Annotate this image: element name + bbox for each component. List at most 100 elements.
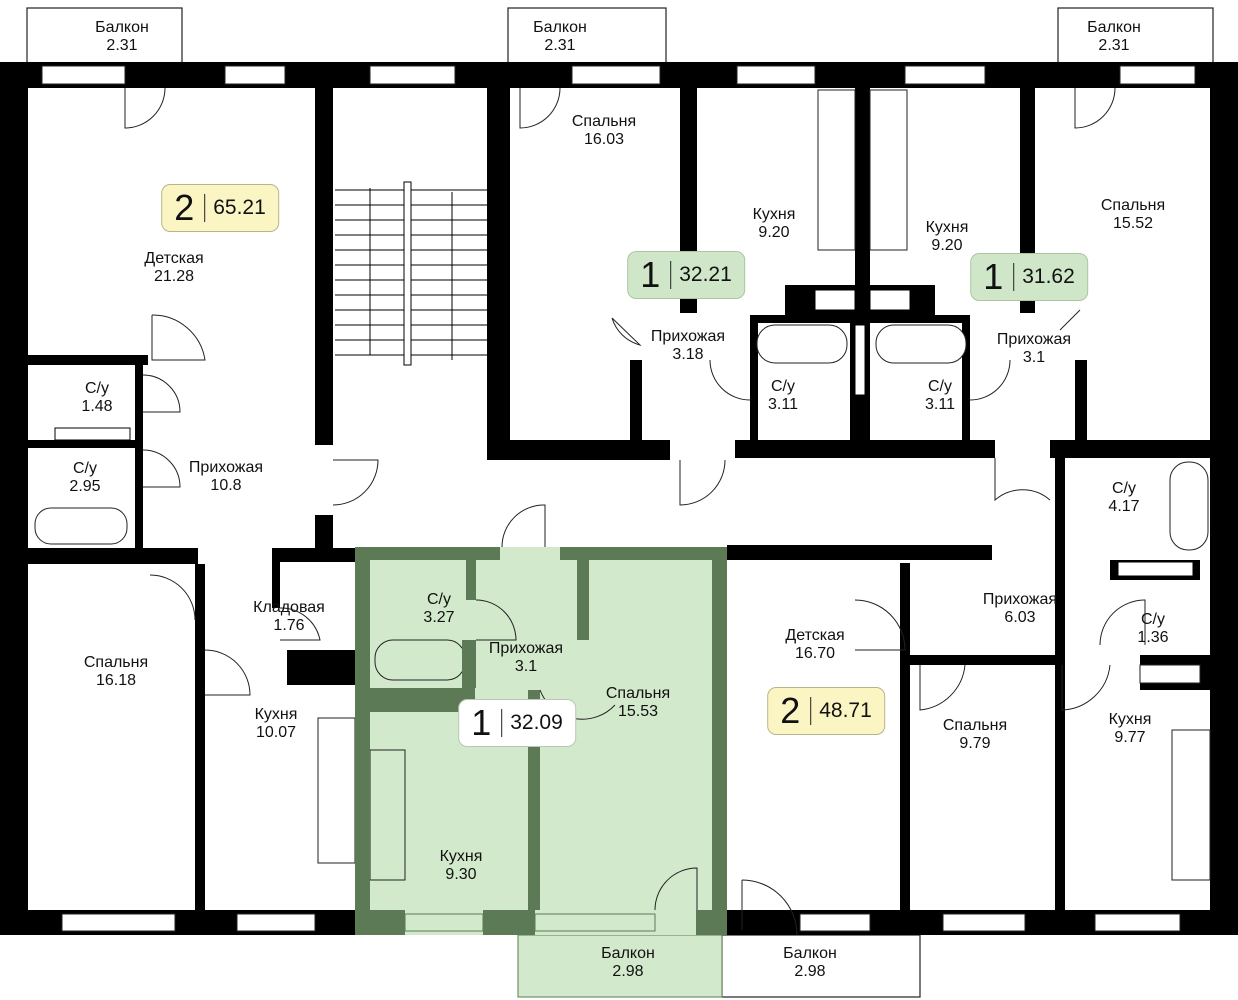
room-area: 16.70 xyxy=(794,645,836,662)
room-area: 9.79 xyxy=(959,735,991,752)
selected-windows xyxy=(404,913,656,932)
room-name: С/у xyxy=(770,378,795,395)
room-area: 9.77 xyxy=(1114,729,1146,746)
room-area: 2.31 xyxy=(1098,37,1130,54)
room-name: С/у xyxy=(1140,611,1165,628)
room-area: 3.11 xyxy=(768,396,798,413)
bathtubs xyxy=(34,324,1209,681)
room-area: 3.1 xyxy=(514,658,538,675)
room-name: Спальня xyxy=(83,654,149,671)
room-name: Прихожая xyxy=(982,591,1058,608)
room-area: 2.98 xyxy=(612,963,644,980)
room-area: 15.52 xyxy=(1112,215,1154,232)
room-name: Спальня xyxy=(605,685,671,702)
apartment-area: 65.21 xyxy=(213,196,266,219)
room-name: Прихожая xyxy=(996,331,1072,348)
room-name: Спальня xyxy=(1100,197,1166,214)
apartment-area: 32.09 xyxy=(510,711,563,734)
room-name: Кухня xyxy=(752,206,796,223)
divider xyxy=(810,697,812,725)
room-name: Балкон xyxy=(601,945,655,962)
selected-balcony xyxy=(517,934,723,998)
room-name: Прихожая xyxy=(488,640,564,657)
room-area: 3.27 xyxy=(423,609,455,626)
room-name: Кухня xyxy=(254,706,298,723)
room-area: 1.36 xyxy=(1137,629,1169,646)
room-area: 10.8 xyxy=(210,477,242,494)
divider xyxy=(670,261,672,289)
room-name: Балкон xyxy=(1087,19,1141,36)
divider xyxy=(501,709,503,737)
room-name: С/у xyxy=(1111,480,1136,497)
divider xyxy=(1013,263,1015,291)
room-area: 21.28 xyxy=(153,268,195,285)
room-area: 16.03 xyxy=(583,131,625,148)
apartment-rooms: 2 xyxy=(174,187,195,228)
apartment-area: 48.71 xyxy=(819,699,872,722)
apartment-rooms: 1 xyxy=(471,702,492,743)
room-name: Балкон xyxy=(783,945,837,962)
room-area: 9.30 xyxy=(445,866,477,883)
room-name: С/у xyxy=(84,380,109,397)
room-area: 3.18 xyxy=(672,346,704,363)
room-area: 9.20 xyxy=(931,237,963,254)
room-area: 2.95 xyxy=(69,478,101,495)
room-name: С/у xyxy=(426,591,451,608)
ventilation-ducts xyxy=(54,289,1194,577)
room-area: 2.31 xyxy=(106,37,138,54)
room-area: 9.20 xyxy=(758,224,790,241)
room-name: Спальня xyxy=(571,113,637,130)
room-area: 10.07 xyxy=(255,724,297,741)
selected-apartment-walls xyxy=(355,547,727,935)
room-name: Балкон xyxy=(95,19,149,36)
room-name: Прихожая xyxy=(188,459,264,476)
room-area: 6.03 xyxy=(1004,609,1036,626)
room-name: С/у xyxy=(72,460,97,477)
apartment-area: 32.21 xyxy=(679,263,732,286)
room-area: 1.48 xyxy=(81,398,113,415)
room-name: Кухня xyxy=(1108,711,1152,728)
room-name: Кухня xyxy=(439,848,483,865)
room-name: Кухня xyxy=(925,219,969,236)
room-name: Балкон xyxy=(533,19,587,36)
apartment-rooms: 1 xyxy=(983,256,1004,297)
apartment-rooms: 1 xyxy=(640,254,661,295)
staircase xyxy=(335,181,487,366)
kitchen-counters xyxy=(317,89,1211,881)
apartment-area: 31.62 xyxy=(1022,265,1075,288)
apartment-rooms: 2 xyxy=(780,690,801,731)
room-name: Кладовая xyxy=(253,599,325,616)
